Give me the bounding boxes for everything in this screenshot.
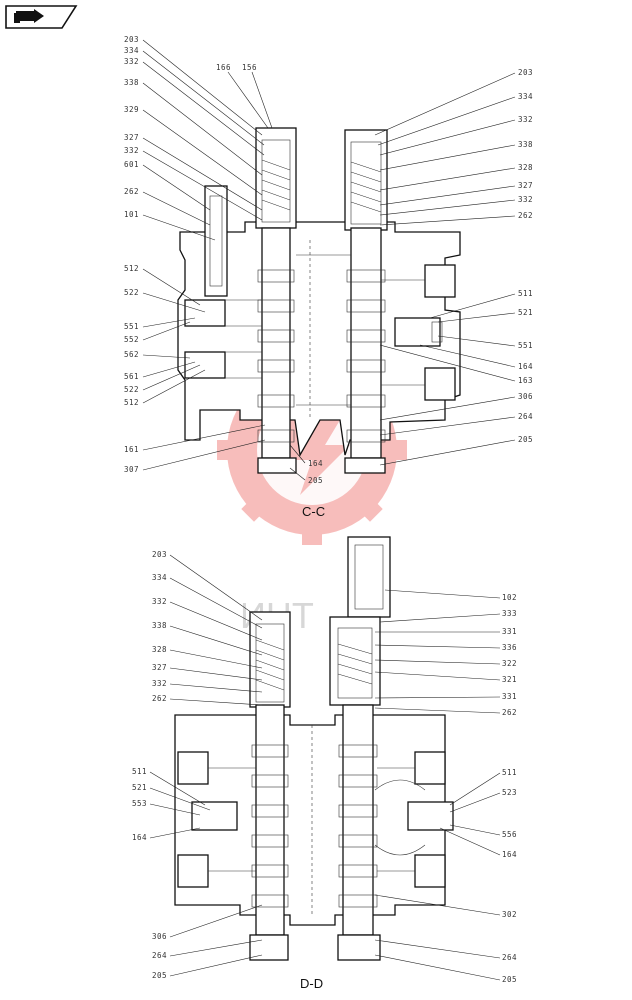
part-label: 262 [152, 694, 167, 703]
part-label: 156 [242, 63, 257, 72]
part-label: 523 [502, 788, 517, 797]
part-label: 551 [518, 341, 533, 350]
part-label: 264 [502, 953, 517, 962]
part-label: 562 [124, 350, 139, 359]
part-label: 102 [502, 593, 517, 602]
part-label: 203 [152, 550, 167, 559]
part-label: 164 [308, 459, 323, 468]
part-label: 203 [518, 68, 533, 77]
part-label: 306 [518, 392, 533, 401]
part-label: 338 [124, 78, 139, 87]
section-dd-drawing [174, 536, 454, 961]
part-label: 262 [518, 211, 533, 220]
part-label: 203 [124, 35, 139, 44]
part-label: 551 [124, 322, 139, 331]
leaders-cc-left [142, 39, 266, 471]
part-label: 511 [502, 768, 517, 777]
part-label: 521 [132, 783, 147, 792]
part-label: 327 [124, 133, 139, 142]
part-label: 331 [502, 692, 517, 701]
part-label: 164 [518, 362, 533, 371]
part-label: 161 [124, 445, 139, 454]
part-label: 332 [518, 195, 533, 204]
leaders-dd-left [149, 554, 263, 977]
leaders-dd-right [374, 589, 501, 981]
labels-cc-top: 166 156 [216, 63, 257, 72]
part-label: 302 [502, 910, 517, 919]
part-label: 512 [124, 264, 139, 273]
part-label: 163 [518, 376, 533, 385]
part-label: 332 [152, 679, 167, 688]
part-label: 561 [124, 372, 139, 381]
part-label: 321 [502, 675, 517, 684]
part-label: 306 [152, 932, 167, 941]
part-label: 334 [518, 92, 533, 101]
part-label: 262 [124, 187, 139, 196]
part-label: 166 [216, 63, 231, 72]
part-label: 264 [518, 412, 533, 421]
part-label: 511 [518, 289, 533, 298]
part-label: 556 [502, 830, 517, 839]
part-label: 164 [502, 850, 517, 859]
part-label: 601 [124, 160, 139, 169]
part-label: 264 [152, 951, 167, 960]
part-label: 553 [132, 799, 147, 808]
leaders-cc-right [227, 71, 516, 481]
part-label: 338 [518, 140, 533, 149]
part-label: 512 [124, 398, 139, 407]
section-title-cc: C-C [302, 504, 325, 519]
part-label: 205 [152, 971, 167, 980]
part-label: 522 [124, 385, 139, 394]
part-label: 205 [518, 435, 533, 444]
part-label: 328 [518, 163, 533, 172]
labels-cc-bottom: 164 205 [308, 459, 323, 485]
part-label: 327 [152, 663, 167, 672]
labels-dd-right: 102 333 331 336 322 321 331 262 511 523 … [502, 593, 517, 984]
part-label: 332 [152, 597, 167, 606]
part-label: 327 [518, 181, 533, 190]
part-label: 336 [502, 643, 517, 652]
part-label: 328 [152, 645, 167, 654]
part-label: 101 [124, 210, 139, 219]
part-label: 334 [152, 573, 167, 582]
back-arrow-icon[interactable] [4, 4, 78, 30]
part-label: 329 [124, 105, 139, 114]
part-label: 338 [152, 621, 167, 630]
part-label: 205 [502, 975, 517, 984]
part-label: 511 [132, 767, 147, 776]
part-label: 521 [518, 308, 533, 317]
part-label: 322 [502, 659, 517, 668]
part-label: 307 [124, 465, 139, 474]
labels-cc-left: 203 334 332 338 329 327 332 601 262 101 … [124, 35, 139, 474]
part-label: 262 [502, 708, 517, 717]
part-label: 334 [124, 46, 139, 55]
part-label: 332 [518, 115, 533, 124]
section-title-dd: D-D [300, 976, 323, 991]
part-label: 164 [132, 833, 147, 842]
part-label: 205 [308, 476, 323, 485]
part-label: 332 [124, 57, 139, 66]
labels-cc-right: 203 334 332 338 328 327 332 262 511 521 … [518, 68, 533, 444]
part-label: 333 [502, 609, 517, 618]
part-label: 331 [502, 627, 517, 636]
section-cc-drawing [177, 127, 461, 474]
part-label: 332 [124, 146, 139, 155]
part-label: 552 [124, 335, 139, 344]
part-label: 522 [124, 288, 139, 297]
labels-dd-left: 203 334 332 338 328 327 332 262 511 521 … [132, 550, 167, 980]
